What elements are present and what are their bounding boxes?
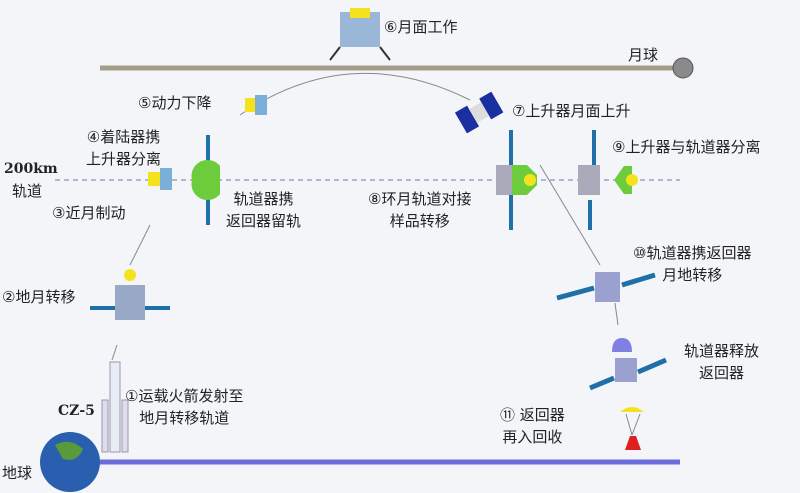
step5-label: ⑤动力下降	[138, 94, 212, 112]
separation-icon	[578, 130, 638, 230]
orbit-word: 轨道	[12, 182, 43, 200]
step1-label: ①运载火箭发射至地月转移轨道	[125, 387, 244, 427]
rocket-icon	[101, 361, 129, 453]
transfer-craft-icon	[90, 269, 170, 320]
parachute-capsule-icon	[620, 407, 644, 450]
rocket-label: CZ-5	[58, 403, 95, 419]
step9-label: ⑨上升器与轨道器分离	[612, 138, 761, 156]
step2-label: ②地月转移	[2, 288, 76, 306]
orbit-altitude: 200km	[4, 161, 58, 177]
lander-icon	[329, 8, 391, 61]
step7-label: ⑦上升器月面上升	[512, 102, 631, 120]
lander-separation-icon	[148, 168, 172, 190]
step11-label: ⑪ 返回器再入回收	[500, 406, 565, 446]
step3-label: ③近月制动	[52, 204, 126, 222]
release-icon	[589, 338, 667, 391]
return-transfer-icon	[556, 272, 656, 302]
step10-label: ⑩轨道器携返回器月地转移	[633, 244, 752, 284]
docking-icon	[496, 130, 537, 230]
earth-icon	[40, 432, 100, 492]
moon-icon	[672, 57, 694, 79]
step4-label: ④着陆器携上升器分离	[86, 128, 162, 168]
orbiter-stays-label: 轨道器携返回器留轨	[226, 190, 302, 230]
descent-craft-icon	[245, 95, 267, 115]
step6-label: ⑥月面工作	[384, 18, 458, 36]
descent-ascent-arc	[239, 72, 471, 116]
orbiter-icon-1	[191, 135, 220, 225]
earth-label: 地球	[2, 464, 33, 482]
step8-label: ⑧环月轨道对接样品转移	[368, 190, 472, 230]
moon-label: 月球	[628, 46, 659, 64]
ascender-icon	[454, 91, 504, 134]
release-label: 轨道器释放返回器	[684, 342, 760, 382]
